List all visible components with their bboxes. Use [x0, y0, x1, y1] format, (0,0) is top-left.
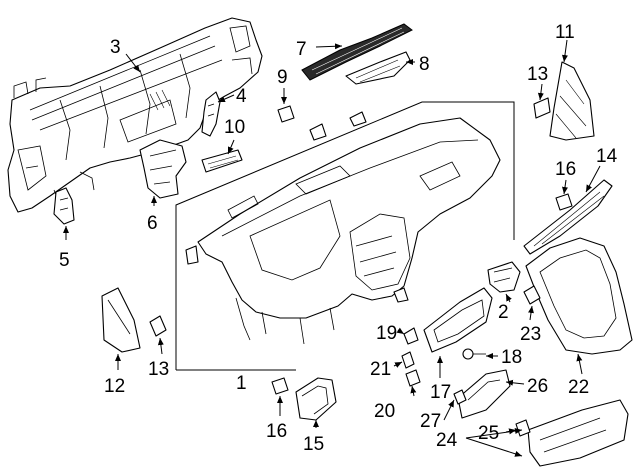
callout-6: 6: [147, 213, 158, 234]
part-24-lower-panel: [527, 399, 629, 467]
part-19-clip: [403, 327, 419, 345]
callout-2: 2: [498, 302, 509, 323]
callout-14: 14: [596, 146, 618, 167]
callout-16b: 16: [266, 421, 287, 442]
part-1-instrument-panel: [175, 101, 515, 371]
part-6-bracket: [139, 139, 187, 199]
callout-7: 7: [296, 39, 307, 60]
part-11-end-cap: [549, 61, 595, 141]
callout-4: 4: [236, 86, 247, 107]
part-2-bracket: [487, 261, 521, 293]
part-4-bracket: [201, 91, 221, 137]
callout-18: 18: [501, 347, 522, 368]
part-16b-clip: [271, 377, 289, 395]
leader-lines: [63, 39, 601, 457]
callout-1: 1: [236, 373, 247, 394]
callout-26: 26: [527, 376, 548, 397]
callout-8: 8: [419, 54, 430, 75]
part-3-cross-car-beam: [7, 17, 263, 213]
callout-16a: 16: [555, 159, 576, 180]
callout-10: 10: [224, 117, 245, 138]
part-12-end-cap: [101, 287, 141, 353]
callout-5: 5: [59, 250, 70, 271]
part-1-bracket-frame: [175, 101, 515, 371]
part-5-bracket: [53, 187, 75, 225]
part-15-bezel: [295, 377, 337, 421]
part-26-panel: [457, 369, 511, 419]
part-14-trim-strip: [523, 179, 613, 255]
callout-15: 15: [303, 434, 324, 455]
callout-19: 19: [376, 323, 397, 344]
callout-11: 11: [555, 22, 575, 43]
callout-13a: 13: [527, 64, 548, 85]
part-13a-clip: [533, 97, 551, 119]
callout-20: 20: [374, 401, 395, 422]
callout-17: 17: [430, 382, 451, 403]
callout-21: 21: [370, 359, 391, 380]
part-22-console-trim: [525, 237, 633, 355]
callout-24: 24: [436, 430, 458, 451]
part-21-clip: [401, 351, 415, 369]
callout-3: 3: [110, 37, 121, 58]
callout-25: 25: [478, 423, 499, 444]
callout-9: 9: [277, 67, 288, 88]
part-13b-clip: [149, 315, 167, 337]
part-27-clip: [453, 389, 467, 405]
part-20-clip: [405, 369, 421, 387]
part-18-screw: [462, 348, 486, 360]
callout-12: 12: [104, 376, 125, 397]
callout-22: 22: [568, 377, 589, 398]
part-16a-clip: [555, 193, 573, 211]
callout-27: 27: [420, 411, 441, 432]
callout-23: 23: [520, 324, 541, 345]
part-23-clip: [523, 285, 541, 305]
callout-13b: 13: [148, 359, 169, 380]
part-10-vent: [201, 149, 243, 173]
callout-labels: 1 2 3 4 5 6 7 8 9 10 11 12 13 13 14 15 1…: [59, 22, 618, 455]
part-17-cluster-bezel: [423, 287, 493, 353]
part-9-clip: [277, 105, 295, 123]
part-7-defroster-grille: [301, 23, 413, 81]
